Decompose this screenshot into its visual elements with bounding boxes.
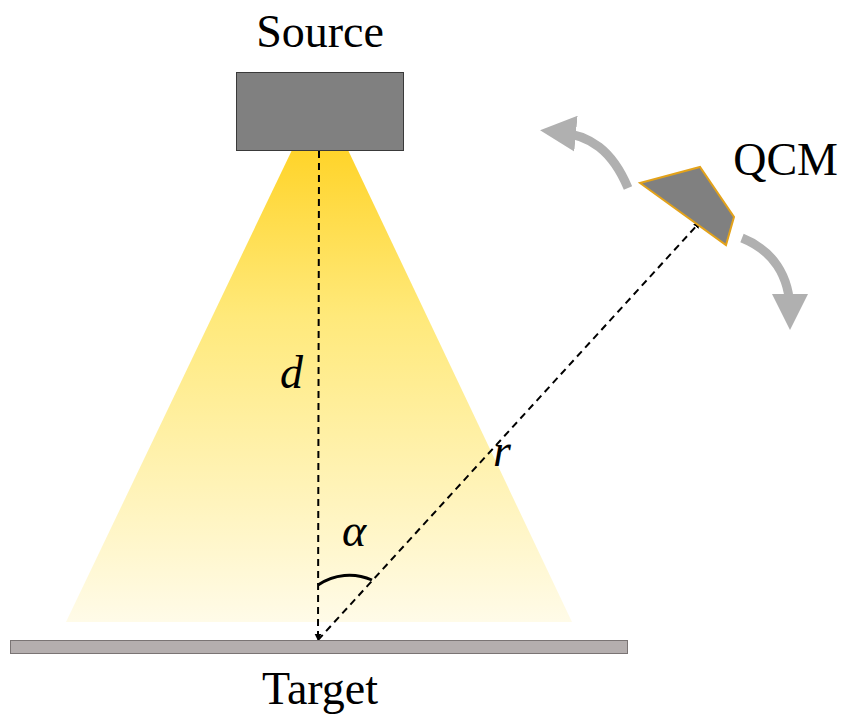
angle-arc	[318, 575, 372, 585]
source-label: Source	[210, 9, 430, 55]
dashed-distance-line	[318, 222, 700, 640]
source-rect	[236, 72, 404, 151]
distance-label: d	[280, 350, 303, 396]
target-plate: Target	[10, 640, 638, 718]
rotation-arrow	[558, 132, 628, 188]
dashed-distance-line	[318, 151, 319, 640]
qcm-crystal	[640, 167, 734, 245]
rotation-arrow	[742, 238, 790, 312]
target-bar	[10, 640, 628, 654]
angle-label: α	[342, 508, 366, 554]
distance-label: r	[493, 428, 511, 474]
qcm-sensor: QCM	[630, 125, 842, 255]
source-box: Source	[210, 5, 438, 151]
qcm-label: QCM	[733, 137, 838, 183]
target-label: Target	[10, 666, 630, 712]
